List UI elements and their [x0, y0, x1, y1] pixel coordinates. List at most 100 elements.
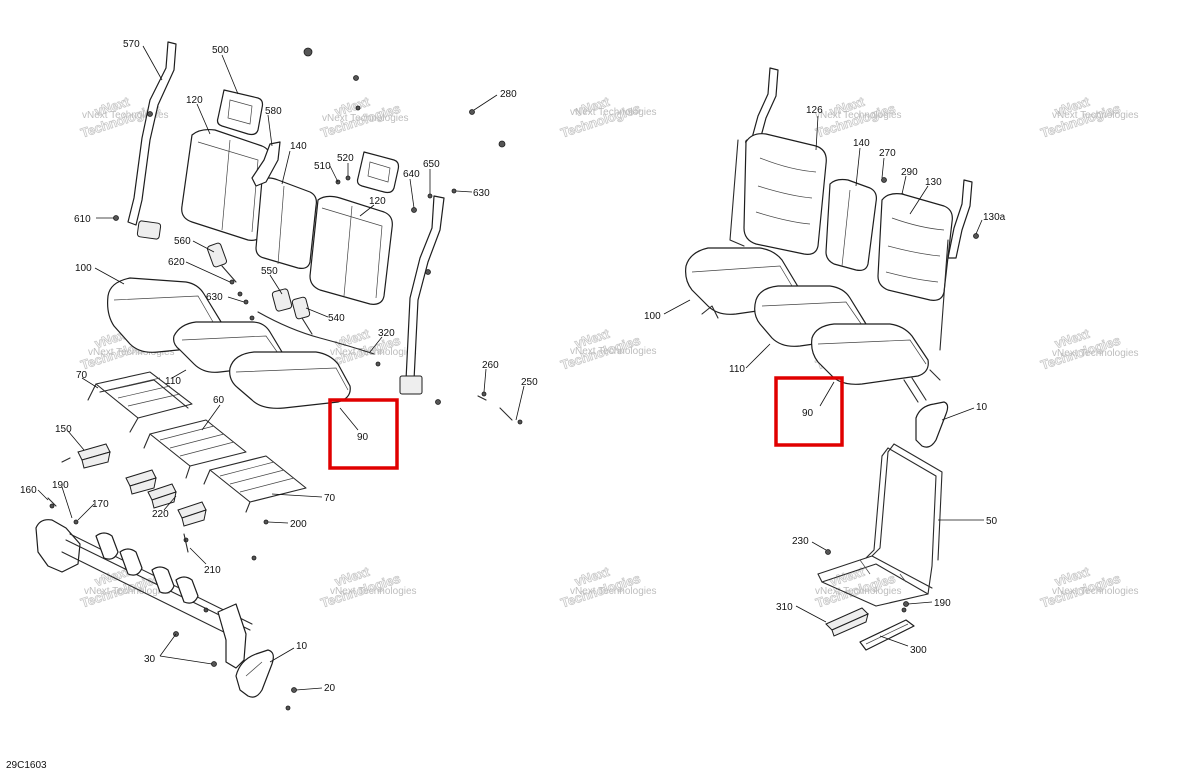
callout-label: 140 [290, 141, 307, 152]
watermark: vNext Technologies [558, 563, 642, 611]
callout-label: 640 [403, 169, 420, 180]
seat-frame-70-top [87, 371, 193, 433]
callout-label: 650 [423, 159, 440, 170]
callout-label: 310 [776, 602, 793, 613]
callout-label: 500 [212, 45, 229, 56]
callout-label: 210 [204, 565, 221, 576]
callout-label: 126 [806, 105, 823, 116]
base-frame-left [35, 519, 253, 669]
highlight-box [774, 376, 844, 447]
slider-brackets [77, 443, 207, 527]
watermark: vNext Technologies [78, 563, 162, 611]
callout-label: 260 [482, 360, 499, 371]
leader-lines-left [37, 45, 525, 691]
seat-frame-right [817, 443, 943, 607]
callout-label: 100 [644, 311, 661, 322]
watermark: vNext Technologies [1038, 325, 1122, 373]
side-bracket-left [235, 649, 274, 698]
callout-label: 70 [324, 493, 336, 504]
callout-label: 190 [934, 598, 951, 609]
callout-label: 10 [296, 641, 308, 652]
watermark-text: vNext Technologies [322, 113, 409, 124]
callout-label: 90 [802, 408, 814, 419]
callout-label: 110 [729, 364, 745, 375]
callouts-right: 126 140 270 290 130 130a 100 110 90 10 5… [644, 105, 1006, 656]
callout-label: 50 [986, 516, 998, 527]
seat-cushion-left [107, 277, 351, 409]
watermark-text: vNext Technologies [330, 347, 417, 358]
watermark-text: vNext Technologies [815, 586, 902, 597]
callout-label: 220 [152, 509, 169, 520]
callout-label: 520 [337, 153, 354, 164]
highlight-box [328, 398, 399, 470]
callout-label: 90 [357, 432, 369, 443]
callout-label: 10 [976, 402, 988, 413]
callout-label: 250 [521, 377, 538, 388]
callout-label: 610 [74, 214, 91, 225]
seat-frame-60 [143, 419, 247, 479]
watermark-text: vNext Technologies [88, 347, 175, 358]
seat-belt-right [399, 195, 445, 405]
watermark-text: vNext Technologies [570, 346, 657, 357]
callout-label: 140 [853, 138, 870, 149]
callout-label: 150 [55, 424, 72, 435]
callout-label: 100 [75, 263, 92, 274]
headrest-pad-500 [216, 89, 264, 136]
callout-label: 630 [206, 292, 223, 303]
watermark: vNext Technologies [1038, 563, 1122, 611]
side-bracket-right [903, 369, 949, 448]
seat-belt-left [127, 41, 177, 240]
callout-label: 540 [328, 313, 345, 324]
watermark-text: vNext Technologies [1052, 586, 1139, 597]
watermark: vNext Technologies [558, 325, 642, 373]
callout-label: 550 [261, 266, 278, 277]
callout-label: 170 [92, 499, 109, 510]
callout-label: 60 [213, 395, 225, 406]
callout-label: 560 [174, 236, 191, 247]
callouts-left: 570 500 120 580 140 510 520 640 650 630 … [20, 39, 538, 694]
watermark-text: vNext Technologies [1052, 348, 1139, 359]
callout-label: 320 [378, 328, 395, 339]
callout-label: 510 [314, 161, 331, 172]
callout-label: 110 [165, 376, 181, 387]
callout-label: 270 [879, 148, 896, 159]
seat-belt-center [251, 141, 281, 187]
bolts-left [47, 395, 513, 553]
callout-label: 630 [473, 188, 490, 199]
seat-rails-right [825, 549, 915, 651]
callout-label: 280 [500, 89, 517, 100]
left-exploded-view: 570 500 120 580 140 510 520 640 650 630 … [20, 39, 538, 711]
watermark-text: vNext Technologies [84, 586, 171, 597]
right-assembled-view: 126 140 270 290 130 130a 100 110 90 10 5… [644, 67, 1006, 656]
callout-label: 620 [168, 257, 185, 268]
watermark-text: vNext Technologies [815, 110, 902, 121]
callout-label: 130 [925, 177, 942, 188]
callout-label: 30 [144, 654, 156, 665]
seat-cushion-right [685, 247, 929, 385]
watermark-text: vNext Technologies [570, 107, 657, 118]
callout-label: 120 [369, 196, 386, 207]
watermark: vNext Technologies [318, 563, 402, 611]
watermark-text: vNext Technologies [1052, 110, 1139, 121]
watermark: vNext Technologies [813, 563, 897, 611]
callout-label: 160 [20, 485, 37, 496]
headrest-pad-520 [356, 151, 400, 194]
leader-lines-right [663, 115, 984, 647]
callout-label: 570 [123, 39, 140, 50]
callout-label: 290 [901, 167, 918, 178]
callout-label: 70 [76, 370, 88, 381]
diagram-code: 29C1603 [6, 760, 47, 771]
seat-frame-70-bottom [203, 455, 307, 513]
watermark-text: vNext Technologies [570, 586, 657, 597]
callout-label: 200 [290, 519, 307, 530]
watermark-text: vNext Technologies [82, 110, 169, 121]
callout-label: 580 [265, 106, 282, 117]
callout-label: 230 [792, 536, 809, 547]
callout-label: 130a [983, 212, 1006, 223]
seat-back-assembly-right [729, 133, 953, 351]
seat-back-assembly-left [181, 128, 393, 305]
callout-label: 120 [186, 95, 203, 106]
watermark-text: vNext Technologies [330, 586, 417, 597]
callout-label: 300 [910, 645, 927, 656]
